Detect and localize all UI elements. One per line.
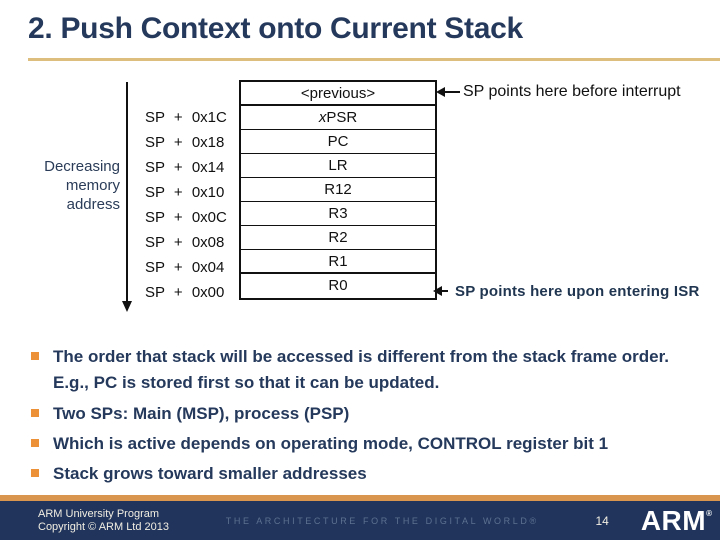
annotation-entering-isr: SP points here upon entering ISR [433, 280, 699, 302]
stack-cell: xPSR [241, 106, 435, 130]
page-number: 14 [595, 513, 609, 528]
bullet-list: The order that stack will be accessed is… [30, 344, 682, 492]
footer-program: ARM University Program [38, 507, 160, 520]
stack-cell: LR [241, 154, 435, 178]
down-arrowhead-icon [122, 301, 132, 312]
bullet-item: Stack grows toward smaller addresses [30, 461, 682, 487]
stack-cell: PC [241, 130, 435, 154]
sp-offset-labels: SP + 0x1C SP + 0x18 SP + 0x14 SP + 0x10 SP +… [145, 105, 227, 305]
sp-offset-label: SP + 0x14 [145, 159, 225, 176]
arm-logo-text: ARM [640, 504, 707, 536]
sp-offset-label: SP + 0x18 [145, 134, 225, 151]
arm-logo: ARM ® [640, 504, 712, 536]
sp-offset-label: SP + 0x1C [145, 109, 227, 126]
sp-offset-label: SP + 0x08 [145, 234, 225, 251]
footer-tagline: THE ARCHITECTURE FOR THE DIGITAL WORLD® [225, 515, 539, 526]
sp-offset-label: SP + 0x10 [145, 184, 225, 201]
stack-cell: <previous> [241, 82, 435, 106]
stack-cell: R12 [241, 178, 435, 202]
bullet-item: Which is active depends on operating mod… [30, 431, 682, 457]
sp-offset-label: SP + 0x04 [145, 259, 225, 276]
sp-offset-label: SP + 0x0C [145, 209, 227, 226]
bullet-item: The order that stack will be accessed is… [30, 344, 682, 397]
annotation-before-text: SP points here before interrupt [463, 83, 681, 100]
left-arrow-icon [433, 286, 448, 296]
stack-cell: R1 [241, 250, 435, 274]
page-title: 2. Push Context onto Current Stack [28, 12, 523, 45]
stack-cell: R0 [328, 277, 348, 294]
registered-mark-icon: ® [706, 508, 712, 518]
sp-offset-label: SP + 0x00 [145, 284, 225, 301]
down-arrow-icon [122, 82, 132, 312]
footer-credits: ARM University Program Copyright © ARM L… [38, 508, 169, 534]
footer-accent-line [0, 495, 720, 501]
memory-direction-label: Decreasing memory address [44, 158, 120, 213]
footer-copyright: Copyright © ARM Ltd 2013 [38, 520, 170, 533]
annotation-before-interrupt: SP points here before interrupt [436, 81, 681, 103]
stack-cell: R2 [241, 226, 435, 250]
annotation-after-text: SP points here upon entering ISR [455, 282, 700, 300]
stack-cell: R3 [241, 202, 435, 226]
footer-bar: ARM University Program Copyright © ARM L… [0, 501, 720, 540]
bullet-item: Two SPs: Main (MSP), process (PSP) [30, 401, 682, 427]
left-arrow-icon [436, 87, 460, 97]
title-underline [28, 58, 720, 61]
